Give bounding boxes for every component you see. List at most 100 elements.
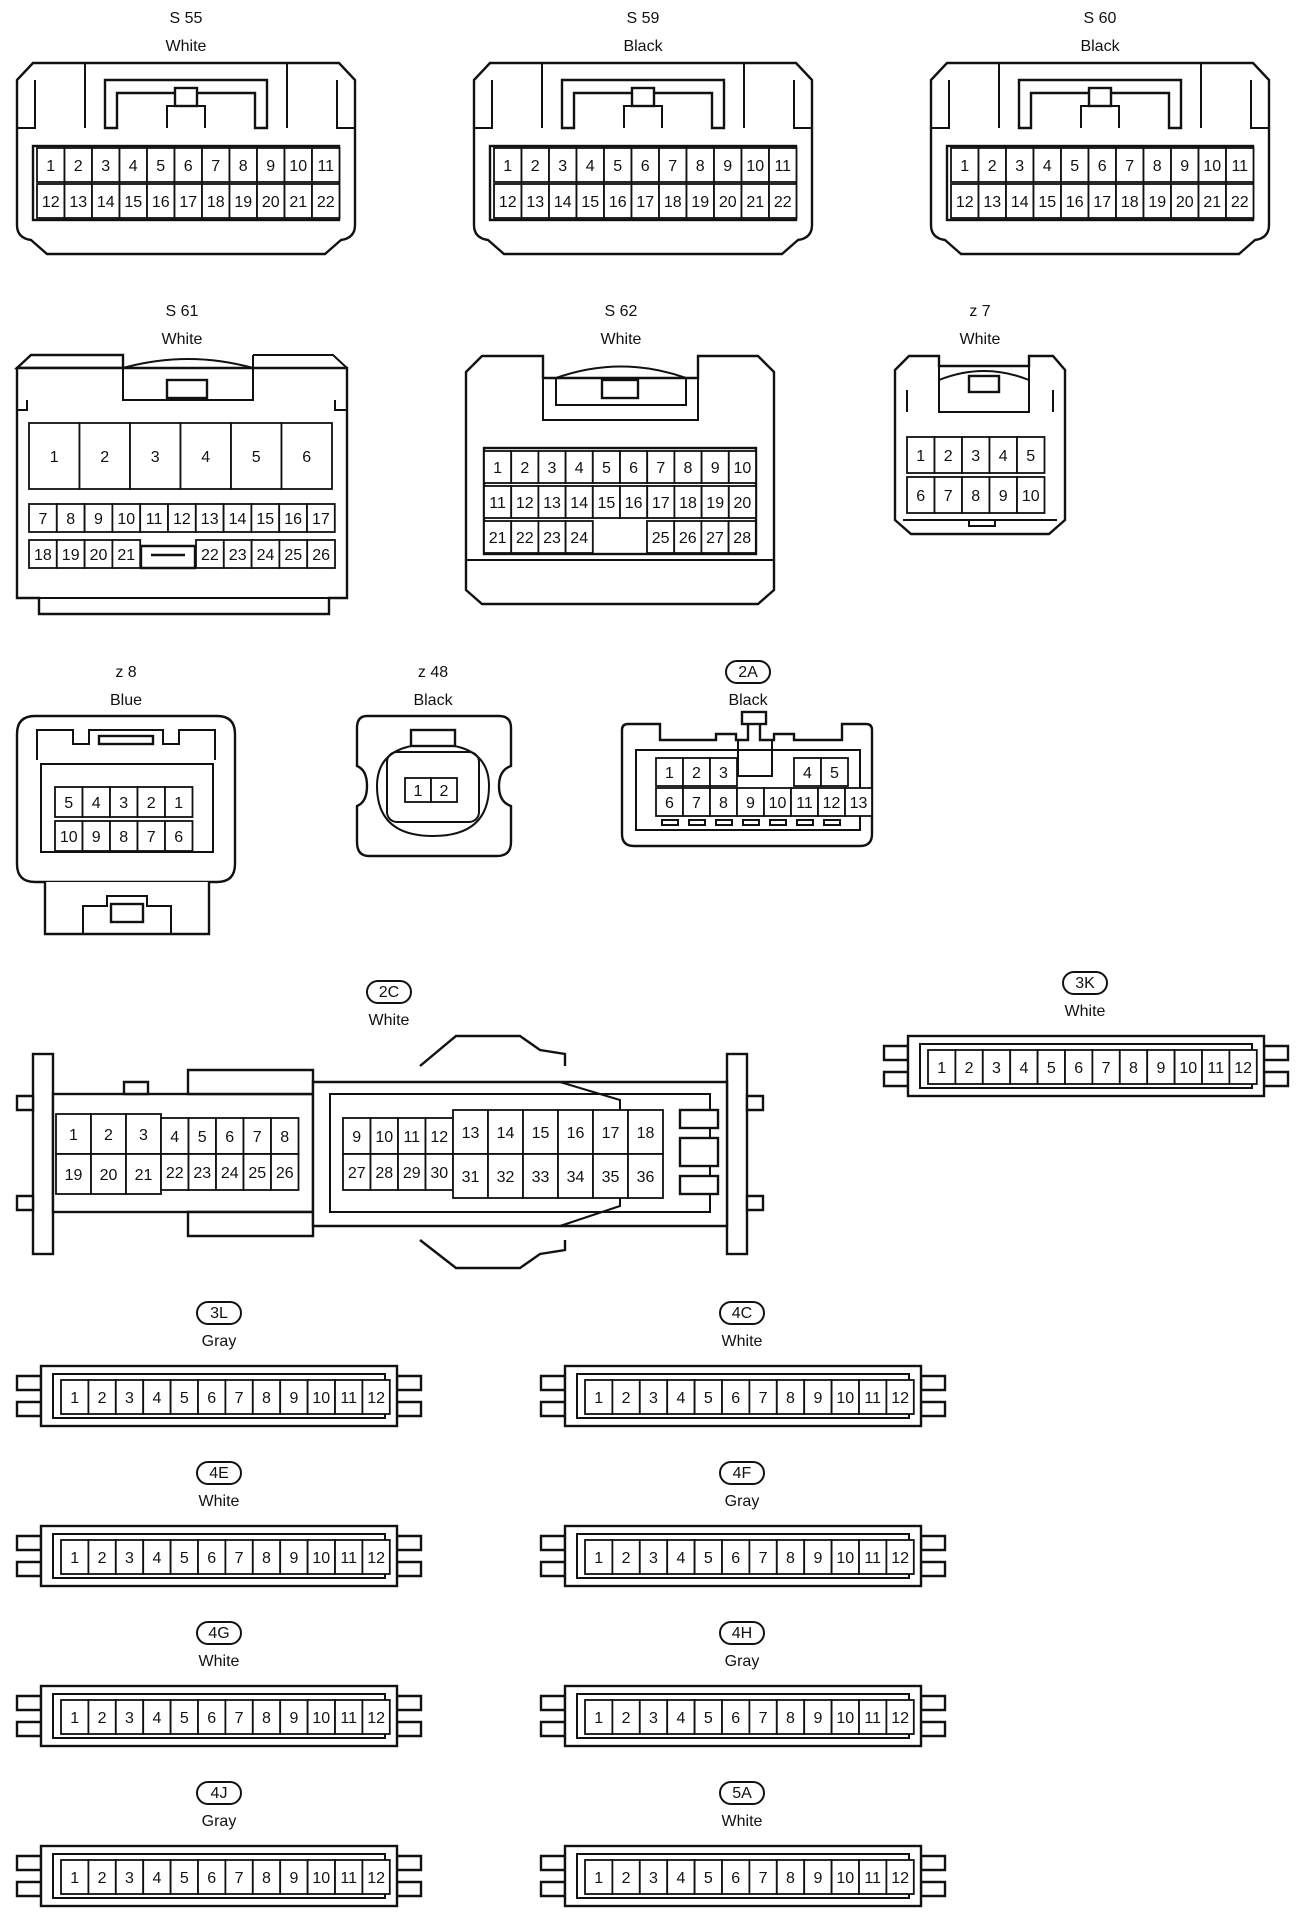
pin-number: 17 bbox=[636, 194, 654, 211]
pin-number: 24 bbox=[257, 547, 275, 564]
pin-cell bbox=[111, 503, 142, 533]
lock-latch bbox=[97, 734, 155, 746]
terminal-pin: 12 bbox=[424, 1117, 454, 1155]
terminal-pin: 2 bbox=[136, 786, 166, 818]
terminal-pin: 4 bbox=[564, 450, 594, 484]
pin-number: 11 bbox=[317, 158, 334, 175]
terminal-pin: 10 bbox=[1173, 1049, 1203, 1085]
terminal-pin: 22 bbox=[768, 183, 798, 219]
terminal-pin: 31 bbox=[452, 1153, 489, 1199]
connector-name: 4E bbox=[209, 1465, 229, 1482]
pin-number: 9 bbox=[813, 1390, 822, 1407]
terminal-pin: 6 bbox=[630, 147, 660, 183]
pin-cell bbox=[250, 503, 281, 533]
pin-number: 19 bbox=[1148, 194, 1166, 211]
terminal-pin: 34 bbox=[557, 1153, 594, 1199]
pin-cell bbox=[638, 1379, 669, 1415]
terminal-pin: 6 bbox=[197, 1699, 227, 1735]
terminal-pin: 12 bbox=[361, 1859, 391, 1895]
terminal-pin: 8 bbox=[251, 1859, 282, 1895]
pin-number: 22 bbox=[774, 194, 792, 211]
pin-number: 4 bbox=[676, 1710, 685, 1727]
pin-number: 2 bbox=[74, 158, 83, 175]
pin-number: 28 bbox=[375, 1165, 393, 1182]
pin-number: 11 bbox=[1207, 1060, 1224, 1077]
pin-number: 3 bbox=[971, 448, 980, 465]
pin-number: 20 bbox=[262, 194, 280, 211]
pin-number: 13 bbox=[850, 795, 868, 812]
pin-number: 3 bbox=[1015, 158, 1024, 175]
terminal-pin: 12 bbox=[361, 1379, 391, 1415]
pin-number: 8 bbox=[786, 1870, 795, 1887]
terminal-pin: 3 bbox=[114, 1859, 145, 1895]
pin-number: 12 bbox=[173, 511, 191, 528]
terminal-pin: 15 bbox=[575, 183, 605, 219]
pin-number: 25 bbox=[652, 530, 670, 547]
terminal-pin: 4 bbox=[118, 147, 148, 183]
pin-cell bbox=[114, 1699, 145, 1735]
connector-name: 4C bbox=[732, 1305, 752, 1322]
pin-number: 6 bbox=[174, 829, 183, 846]
pin-cell bbox=[693, 1699, 723, 1735]
pin-cell bbox=[673, 450, 703, 484]
terminal-pin: 3 bbox=[129, 422, 182, 490]
pin-cell bbox=[666, 1379, 696, 1415]
pin-number: 12 bbox=[891, 1710, 909, 1727]
pin-number: 17 bbox=[312, 511, 330, 528]
terminal-pin: 32 bbox=[487, 1153, 524, 1199]
pin-number: 12 bbox=[430, 1129, 448, 1146]
pin-number: 1 bbox=[69, 1127, 78, 1144]
pin-cell bbox=[369, 1117, 399, 1155]
terminal-pin: 7 bbox=[242, 1117, 272, 1155]
lock-latch bbox=[173, 86, 199, 108]
connector-name: S 55 bbox=[170, 10, 203, 27]
terminal-pin: 15 bbox=[591, 485, 621, 519]
terminal-pin: 7 bbox=[748, 1379, 778, 1415]
pin-number: 10 bbox=[1203, 158, 1221, 175]
housing-step bbox=[906, 390, 1054, 412]
connector-id-badge bbox=[719, 1781, 765, 1805]
terminal-pin: 10 bbox=[111, 503, 142, 533]
pin-cell bbox=[740, 183, 770, 219]
pin-number: 33 bbox=[532, 1169, 550, 1186]
terminal-pin: 26 bbox=[270, 1153, 300, 1191]
terminal-pin: 11 bbox=[334, 1859, 364, 1895]
lock-latch bbox=[109, 902, 145, 924]
terminal-pin: 5 bbox=[54, 786, 84, 818]
pin-number: 1 bbox=[70, 1710, 79, 1727]
pin-number: 2 bbox=[147, 795, 156, 812]
lock-frame bbox=[103, 78, 269, 130]
pin-number: 6 bbox=[731, 1550, 740, 1567]
connector-name: z 8 bbox=[115, 664, 136, 681]
terminal-pin: 21 bbox=[483, 520, 513, 554]
strip-tab bbox=[15, 1374, 43, 1392]
terminal-pin: 5 bbox=[603, 147, 633, 183]
terminal-slot bbox=[823, 819, 841, 826]
terminal-pin: 35 bbox=[592, 1153, 629, 1199]
terminal-pin: 5 bbox=[169, 1699, 199, 1735]
terminal-pin: 22 bbox=[311, 183, 341, 219]
terminal-pin: 10 bbox=[369, 1117, 399, 1155]
terminal-pin: 1 bbox=[164, 786, 194, 818]
pin-number: 10 bbox=[375, 1129, 393, 1146]
terminal-pin: 10 bbox=[830, 1379, 860, 1415]
terminal-pin: 9 bbox=[256, 147, 286, 183]
terminal-pin: 4 bbox=[160, 1117, 190, 1155]
pin-number: 4 bbox=[201, 449, 210, 466]
terminal-pin: 5 bbox=[169, 1539, 199, 1575]
terminal-pin: 4 bbox=[666, 1859, 696, 1895]
strip-tab bbox=[395, 1720, 423, 1738]
strip-tab bbox=[15, 1854, 43, 1872]
pin-number: 13 bbox=[69, 194, 87, 211]
pin-number: 15 bbox=[581, 194, 599, 211]
connector-id-badge bbox=[719, 1301, 765, 1325]
terminal-pin: 7 bbox=[658, 147, 688, 183]
connector-color: White bbox=[722, 1813, 763, 1830]
pin-number: 2 bbox=[622, 1390, 631, 1407]
terminal-pin: 17 bbox=[173, 183, 203, 219]
terminal-pin: 6 bbox=[619, 450, 649, 484]
strip-tab bbox=[395, 1534, 423, 1552]
terminal-pin: 19 bbox=[55, 1153, 92, 1195]
pin-number: 21 bbox=[489, 530, 507, 547]
